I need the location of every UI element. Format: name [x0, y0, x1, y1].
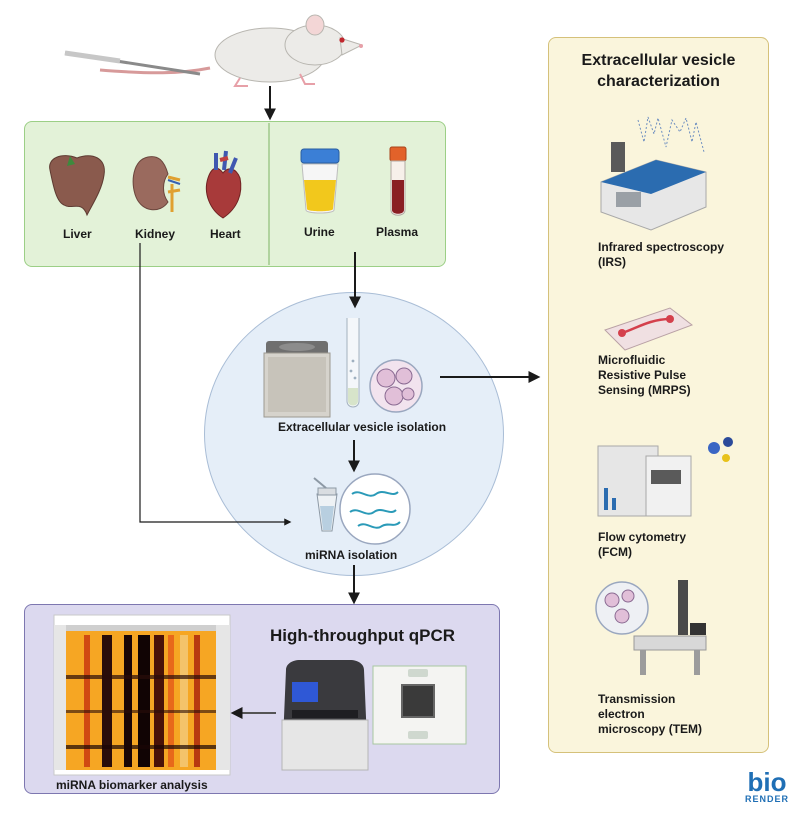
heart-icon: [205, 150, 242, 219]
label-plasma: Plasma: [376, 225, 419, 239]
kidney-icon: [132, 156, 181, 212]
test-tube-icon: [346, 318, 360, 408]
label-heart: Heart: [210, 227, 241, 241]
label-mirna-isolation: miRNA isolation: [305, 548, 398, 562]
biorender-logo-line1: bio: [747, 767, 787, 797]
label-fcm-line1: Flow cytometry: [598, 530, 687, 544]
label-mrps: Microfluidic Resistive Pulse Sensing (MR…: [598, 353, 691, 398]
label-fcm-line2: (FCM): [598, 545, 632, 559]
label-tem-line3: microscopy (TEM): [598, 722, 703, 736]
label-ev-isolation: Extracellular vesicle isolation: [278, 420, 447, 434]
urine-cup-icon: [300, 148, 340, 214]
label-biomarker-analysis: miRNA biomarker analysis: [56, 778, 208, 792]
line-tissue-to-mirna: [139, 243, 292, 526]
label-tem: Transmission electron microscopy (TEM): [598, 692, 702, 737]
biorender-logo-line2: RENDER: [744, 794, 789, 804]
microfluidic-chip-icon: [604, 307, 694, 351]
label-mrps-line1: Microfluidic: [598, 353, 666, 367]
rat-icon: [64, 14, 364, 87]
label-irs-line1: Infrared spectroscopy: [598, 240, 725, 254]
heatmap-image: [53, 614, 231, 776]
label-kidney: Kidney: [135, 227, 176, 241]
flow-cytometer-icon: [597, 437, 733, 517]
label-irs: Infrared spectroscopy (IRS): [598, 240, 724, 270]
label-urine: Urine: [304, 225, 335, 239]
qpcr-title: High-throughput qPCR: [270, 626, 456, 645]
qpcr-instrument-icon: [281, 660, 369, 771]
label-mrps-line2: Resistive Pulse: [598, 368, 687, 382]
biorender-logo: bio RENDER: [742, 767, 792, 804]
label-irs-line2: (IRS): [598, 255, 626, 269]
liver-icon: [49, 155, 105, 217]
label-tem-line2: electron: [598, 707, 645, 721]
centrifuge-icon: [263, 341, 331, 418]
label-liver: Liver: [63, 227, 92, 241]
label-fcm: Flow cytometry (FCM): [598, 530, 686, 560]
plasma-tube-icon: [389, 146, 407, 216]
label-tem-line1: Transmission: [598, 692, 676, 706]
qpcr-chip-icon: [372, 665, 467, 745]
characterization-title-line2: characterization: [597, 73, 720, 90]
mirna-strands-icon: [339, 473, 411, 545]
characterization-title: Extracellular vesicle characterization: [548, 50, 769, 92]
vesicles-icon: [369, 359, 423, 413]
characterization-panel: [548, 37, 769, 753]
label-mrps-line3: Sensing (MRPS): [598, 383, 691, 397]
tem-microscope-icon: [595, 580, 707, 675]
pipette-tube-icon: [313, 477, 338, 532]
characterization-title-line1: Extracellular vesicle: [581, 52, 736, 69]
ir-spectrometer-icon: [600, 116, 707, 231]
